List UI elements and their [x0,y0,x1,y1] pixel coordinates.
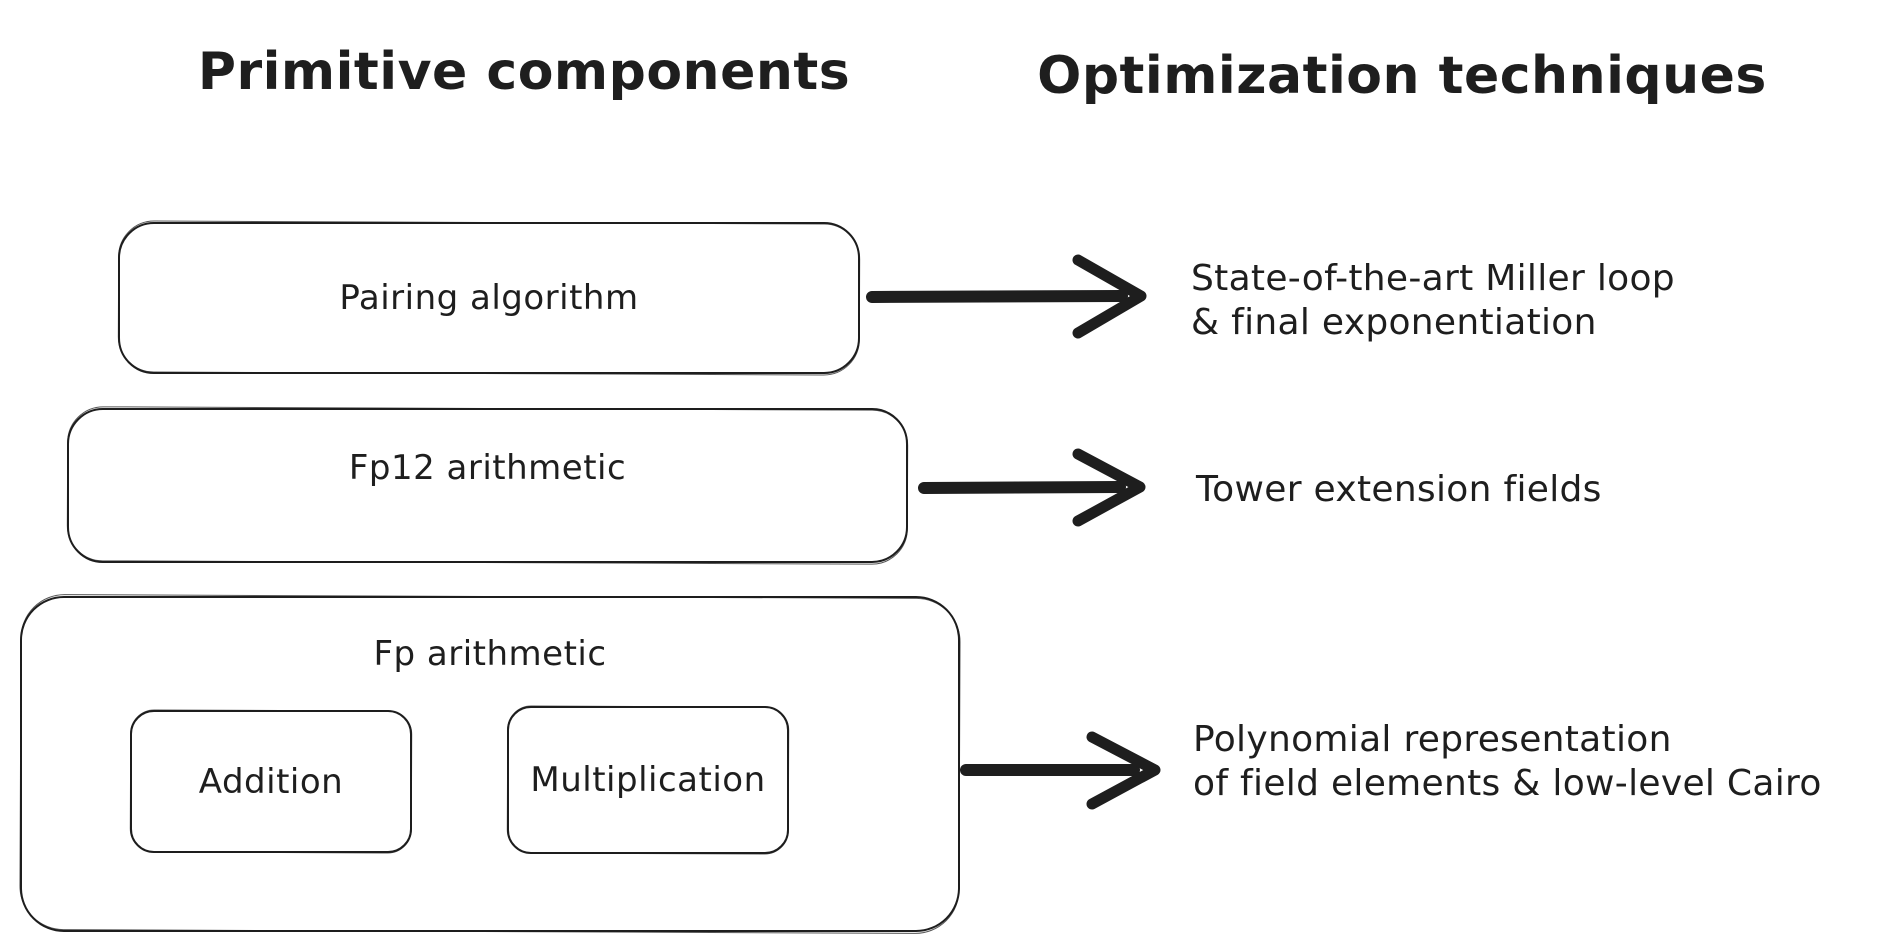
multiplication-box: Multiplication [507,706,789,854]
fp-technique-line1: Polynomial representation [1193,719,1672,760]
fp12-arithmetic-label: Fp12 arithmetic [348,448,627,488]
pairing-technique-line2: & final exponentiation [1191,302,1597,343]
pairing-technique-text: State-of-the-art Miller loop & final exp… [1191,257,1675,345]
fp-arithmetic-box: Fp arithmetic Addition Multiplication [20,596,960,932]
fp-arithmetic-label: Fp arithmetic [373,634,607,674]
fp12-technique-line1: Tower extension fields [1196,469,1602,510]
pairing-technique-line1: State-of-the-art Miller loop [1191,258,1675,299]
fp-arrow-icon [960,731,1161,810]
fp-technique-line2: of field elements & low-level Cairo [1193,763,1822,804]
addition-box: Addition [130,710,412,853]
multiplication-label: Multiplication [530,760,766,800]
fp12-arrow-icon [918,448,1146,527]
addition-label: Addition [198,761,344,802]
fp12-technique-text: Tower extension fields [1196,468,1602,512]
pairing-algorithm-box: Pairing algorithm [118,222,860,374]
optimization-techniques-header: Optimization techniques [1037,46,1767,106]
primitive-components-header: Primitive components [197,42,851,102]
fp12-arithmetic-box: Fp12 arithmetic [67,408,908,563]
pairing-algorithm-label: Pairing algorithm [339,278,639,318]
fp-technique-text: Polynomial representation of field eleme… [1193,718,1822,806]
pairing-arrow-icon [866,254,1147,339]
